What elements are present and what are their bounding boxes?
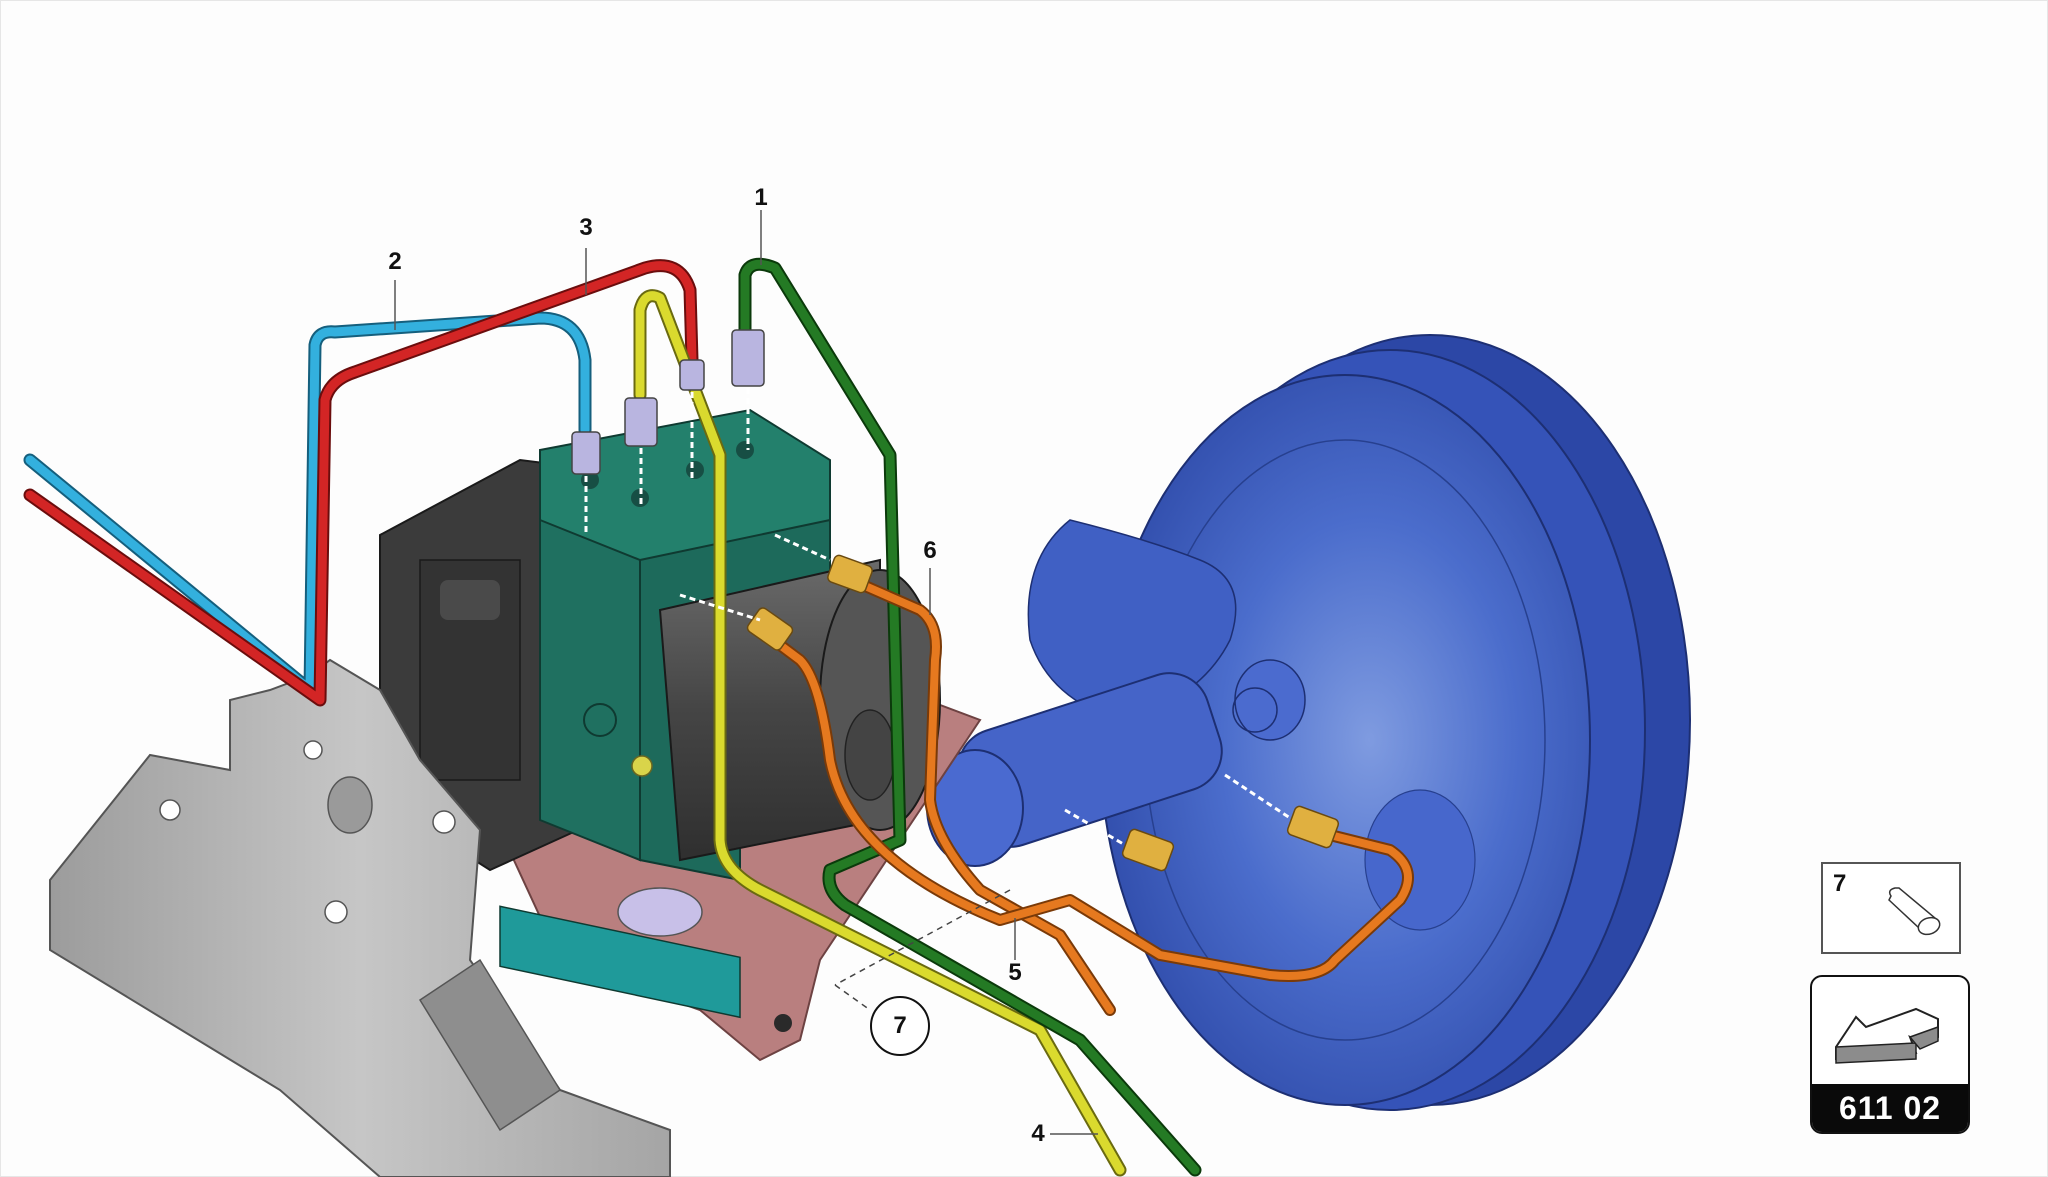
callout-1[interactable]: 1 [754,184,768,211]
support-bracket [49,658,671,1177]
callout-7-label: 7 [893,1012,907,1039]
leader-lines [394,210,1098,1135]
brake-booster [926,334,1691,1111]
callout-4[interactable]: 4 [1031,1120,1045,1147]
sleeve-cylinder-icon [1883,882,1947,943]
callout-2[interactable]: 2 [388,248,402,275]
legend-item-number: 7 [1833,870,1847,897]
callout-3[interactable]: 3 [579,214,593,241]
arrow-direction-icon [1832,997,1948,1074]
reference-badge[interactable]: 611 02 [1810,975,1970,1134]
legend-item-7: 7 [1821,862,1961,954]
callout-7-circled[interactable]: 7 [870,996,930,1056]
callout-5[interactable]: 5 [1008,959,1022,986]
line-fittings [571,329,765,475]
callout-6[interactable]: 6 [923,537,937,564]
reference-code: 611 02 [1812,1084,1968,1132]
